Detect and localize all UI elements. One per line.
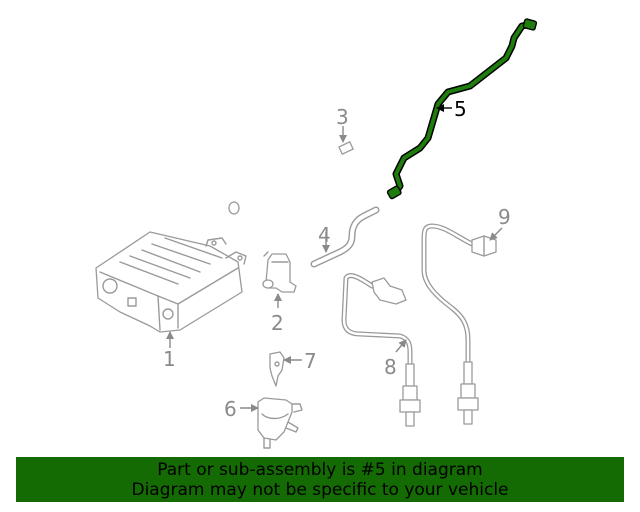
- part-2-valve[interactable]: [262, 251, 297, 293]
- part-6-solenoid[interactable]: [257, 397, 303, 449]
- callout-5: 5: [454, 97, 467, 121]
- part-1-canister[interactable]: [95, 231, 247, 333]
- callout-4: 4: [318, 223, 331, 247]
- callout-7: 7: [304, 349, 317, 373]
- info-banner: Part or sub-assembly is #5 in diagram Di…: [16, 457, 624, 502]
- callout-2: 2: [271, 311, 284, 335]
- part-7-bracket[interactable]: [269, 351, 285, 387]
- callout-6: 6: [224, 397, 237, 421]
- callout-3: 3: [336, 105, 349, 129]
- part-5-hose-highlighted[interactable]: [386, 18, 538, 200]
- callout-8: 8: [384, 355, 397, 379]
- callout-1: 1: [163, 347, 176, 371]
- part-3-hose[interactable]: [227, 141, 354, 215]
- banner-line-part-number: Part or sub-assembly is #5 in diagram: [157, 460, 483, 480]
- part-8-oxygen-sensor[interactable]: [341, 273, 421, 427]
- banner-line-disclaimer: Diagram may not be specific to your vehi…: [131, 480, 509, 500]
- callout-9: 9: [498, 205, 511, 229]
- part-9-oxygen-sensor[interactable]: [421, 223, 497, 425]
- part-4-hose[interactable]: [310, 206, 380, 268]
